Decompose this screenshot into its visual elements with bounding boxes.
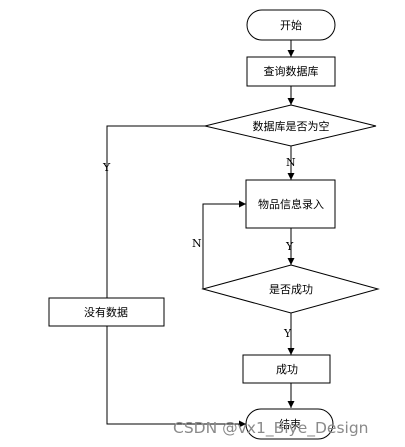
edge-decision-yes-to-no-data bbox=[106, 125, 207, 298]
query-db-node-label: 查询数据库 bbox=[264, 64, 319, 78]
end-node-label: 结束 bbox=[279, 418, 301, 431]
edge-no-data-to-end bbox=[106, 326, 246, 428]
edge-label-db-empty-no: N bbox=[286, 156, 296, 169]
success-node-label: 成功 bbox=[276, 363, 298, 376]
success-node: 成功 bbox=[242, 354, 331, 384]
no-data-node: 没有数据 bbox=[48, 297, 165, 327]
start-node: 开始 bbox=[246, 9, 336, 41]
enter-info-node-label: 物品信息录入 bbox=[258, 197, 324, 211]
db-empty-decision-label: 数据库是否为空 bbox=[253, 119, 330, 133]
edge-label-retry-no: N bbox=[192, 237, 202, 250]
start-node-label: 开始 bbox=[280, 18, 302, 32]
edge-label-success-yes: Y bbox=[283, 327, 292, 340]
success-check-decision-label: 是否成功 bbox=[269, 283, 313, 296]
edge-label-enter-yes: Y bbox=[285, 240, 294, 253]
query-db-node: 查询数据库 bbox=[246, 56, 336, 87]
success-check-decision: 是否成功 bbox=[201, 264, 380, 314]
db-empty-decision: 数据库是否为空 bbox=[204, 104, 377, 147]
connectors bbox=[106, 40, 295, 428]
edge-retry-loop bbox=[202, 200, 246, 289]
no-data-node-label: 没有数据 bbox=[84, 305, 128, 319]
watermark: CSDN @vx1_Biye_Design bbox=[173, 419, 369, 438]
enter-info-node: 物品信息录入 bbox=[245, 179, 336, 229]
end-node: 结束 bbox=[245, 408, 334, 440]
edge-label-db-empty-yes: Y bbox=[102, 161, 111, 174]
